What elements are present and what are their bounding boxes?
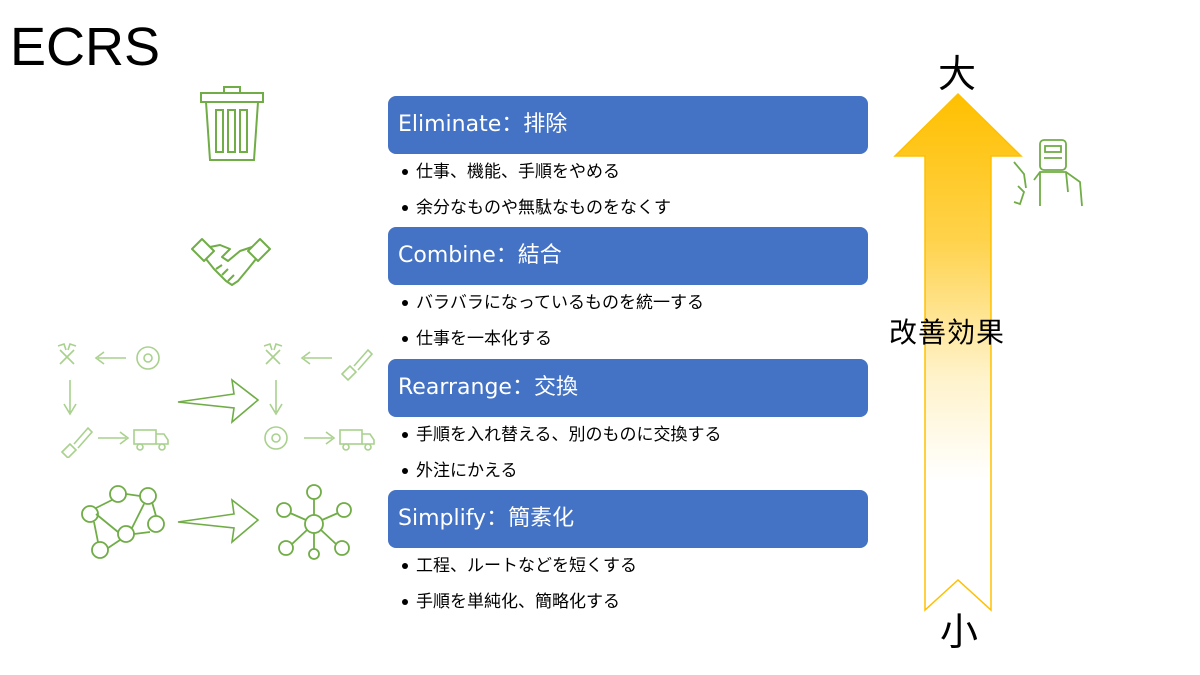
paintbrush-icon [340,348,374,382]
bullet-item: 手順を入れ替える、別のものに交換する [402,417,722,453]
hub-network-icon [272,484,356,560]
rearrange-after-diagram [262,340,382,458]
transform-arrow-icon [176,374,260,426]
arrow-down-icon [269,380,283,416]
bullet-item: 余分なものや無駄なものをなくす [402,190,671,226]
trash-icon [198,84,266,164]
bullet-text: 手順を入れ替える、別のものに交換する [416,425,722,445]
arrow-left-icon [300,351,332,365]
truck-icon [339,429,375,451]
bullet-item: バラバラになっているものを統一する [402,285,704,321]
bullet-dot [402,300,408,306]
paintbrush-icon [60,426,94,458]
bullet-text: 手順を単純化、簡略化する [416,592,620,612]
heading-eliminate: Eliminate：排除 [388,96,868,154]
arrow-down-icon [63,380,77,416]
bullet-item: 手順を単純化、簡略化する [402,584,637,620]
heading-rearrange: Rearrange：交換 [388,359,868,417]
bullet-text: 工程、ルートなどを短くする [416,556,637,576]
bullet-dot [402,336,408,342]
heading-combine: Combine：結合 [388,227,868,285]
bullet-text: 外注にかえる [416,461,518,481]
truck-icon [133,429,169,451]
bullet-item: 外注にかえる [402,453,722,489]
handshake-icon [190,235,272,293]
tools-icon [57,342,77,365]
bullet-item: 仕事を一本化する [402,321,704,357]
effect-axis-label: 改善効果 [889,316,1006,349]
bullet-dot [402,432,408,438]
bullet-text: 仕事、機能、手順をやめる [416,162,620,182]
saw-blade-icon [264,426,288,450]
bullet-dot [402,563,408,569]
bullet-text: 仕事を一本化する [416,329,552,349]
arrow-right-icon [304,431,336,445]
arrow-right-icon [98,431,130,445]
welder-icon [1010,136,1086,208]
bullet-dot [402,599,408,605]
bullets-rearrange: 手順を入れ替える、別のものに交換する 外注にかえる [402,417,722,489]
bullet-item: 工程、ルートなどを短くする [402,548,637,584]
effect-arrow [893,92,1023,614]
effect-high-label: 大 [938,52,977,96]
bullet-dot [402,468,408,474]
heading-simplify: Simplify：簡素化 [388,490,868,548]
tools-icon [263,342,283,365]
effect-low-label: 小 [940,610,979,654]
bullet-item: 仕事、機能、手順をやめる [402,154,671,190]
bullets-eliminate: 仕事、機能、手順をやめる 余分なものや無駄なものをなくす [402,154,671,226]
bullets-combine: バラバラになっているものを統一する 仕事を一本化する [402,285,704,357]
rearrange-before-diagram [56,340,176,458]
bullet-dot [402,169,408,175]
bullet-text: 余分なものや無駄なものをなくす [416,198,671,218]
bullets-simplify: 工程、ルートなどを短くする 手順を単純化、簡略化する [402,548,637,620]
arrow-left-icon [94,351,126,365]
bullet-text: バラバラになっているものを統一する [416,293,704,313]
saw-blade-icon [136,346,160,370]
bullet-dot [402,205,408,211]
page-title: ECRS [10,17,161,77]
simplify-arrow-icon [176,494,260,546]
network-icon [78,484,168,560]
